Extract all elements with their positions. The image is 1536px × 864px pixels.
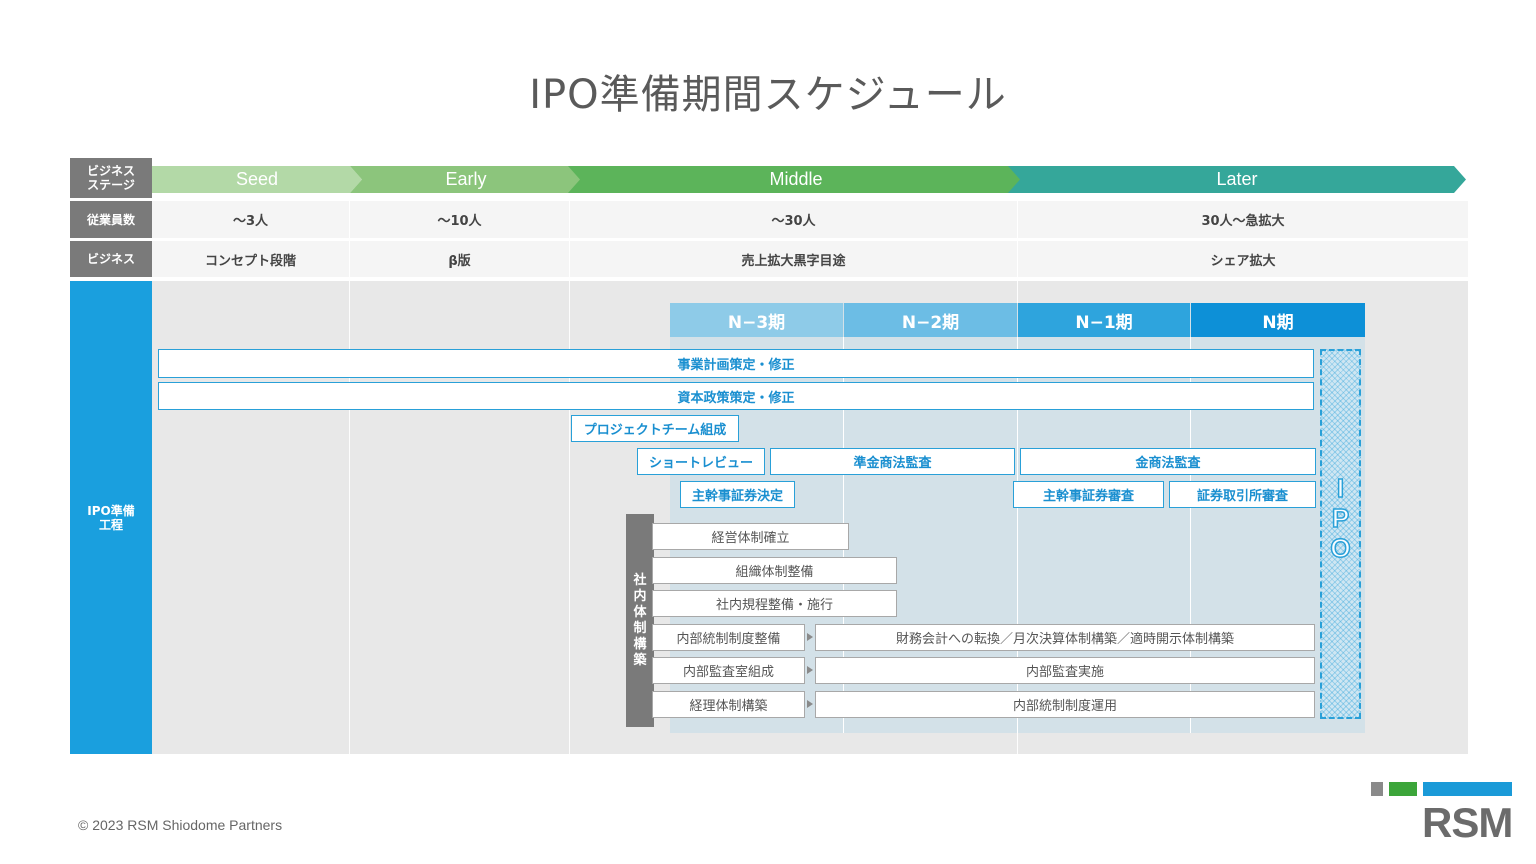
bar-ic-setup: 内部統制制度整備	[652, 624, 805, 651]
business-early: β版	[350, 241, 569, 277]
logo-square-gray	[1371, 782, 1383, 796]
stage-label: Seed	[235, 169, 279, 189]
bar-ic-next: 財務会計への転換／月次決算体制構築／適時開示体制構築	[815, 624, 1315, 651]
row-label-business: ビジネス	[70, 241, 152, 277]
row-label-ipo-process: IPO準備 工程	[70, 281, 152, 754]
period-n1: N−1期	[1018, 303, 1190, 337]
ipo-marker: I P O	[1320, 349, 1361, 719]
bar-short-review: ショートレビュー	[637, 448, 765, 475]
stage-later: Later	[1008, 166, 1466, 193]
stage-label: Early	[445, 169, 487, 189]
bar-ia-setup: 内部監査室組成	[652, 657, 805, 684]
period-divider	[1017, 337, 1018, 733]
business-later: シェア拡大	[1018, 241, 1468, 277]
period-n: N期	[1191, 303, 1365, 337]
copyright: © 2023 RSM Shiodome Partners	[78, 817, 283, 833]
row-label-employees: 従業員数	[70, 201, 152, 238]
stage-label: Middle	[769, 169, 823, 189]
logo-square-green	[1389, 782, 1417, 796]
business-middle: 売上拡大黒字目途	[570, 241, 1017, 277]
employees-later: 30人～急拡大	[1018, 201, 1468, 238]
ipo-letter: I	[1336, 472, 1345, 504]
arrow-icon	[807, 633, 813, 641]
business-seed: コンセプト段階	[152, 241, 349, 277]
bar-audit: 金商法監査	[1020, 448, 1316, 475]
bar-underwriter-review: 主幹事証券審査	[1013, 481, 1164, 508]
stage-early: Early	[350, 166, 582, 193]
bar-exchange-review: 証券取引所審査	[1169, 481, 1316, 508]
arrow-icon	[807, 700, 813, 708]
period-divider	[1190, 337, 1191, 733]
bar-mgmt: 経営体制確立	[652, 523, 849, 550]
stage-label: Later	[1216, 169, 1258, 189]
bar-org: 組織体制整備	[652, 557, 897, 584]
stage-divider	[569, 200, 570, 754]
employees-seed: ～3人	[152, 201, 349, 238]
stage-seed: Seed	[152, 166, 362, 193]
page-title: IPO準備期間スケジュール	[529, 72, 1007, 118]
bar-business-plan: 事業計画策定・修正	[158, 349, 1314, 378]
employees-middle: ～30人	[570, 201, 1017, 238]
bar-acc-setup: 経理体制構築	[652, 691, 805, 718]
employees-early: ～10人	[350, 201, 569, 238]
bar-acc-next: 内部統制制度運用	[815, 691, 1315, 718]
internal-structure-label: 社 内 体 制 構 築	[626, 514, 654, 727]
bar-project-team: プロジェクトチーム組成	[571, 415, 739, 442]
stage-divider	[349, 200, 350, 754]
ipo-letter: O	[1330, 532, 1352, 564]
logo-square-blue	[1423, 782, 1512, 796]
ipo-letter: P	[1331, 502, 1350, 534]
bar-lead-underwriter: 主幹事証券決定	[680, 481, 795, 508]
period-n2: N−2期	[844, 303, 1017, 337]
bar-rules: 社内規程整備・施行	[652, 590, 897, 617]
rsm-logo: RSM	[1422, 799, 1513, 846]
period-n3: N−3期	[670, 303, 843, 337]
stage-middle: Middle	[568, 166, 1024, 193]
arrow-icon	[807, 666, 813, 674]
bar-capital-policy: 資本政策策定・修正	[158, 382, 1314, 410]
bar-ia-next: 内部監査実施	[815, 657, 1315, 684]
row-label-business-stage: ビジネス ステージ	[70, 158, 152, 198]
bar-pre-audit: 準金商法監査	[770, 448, 1015, 475]
